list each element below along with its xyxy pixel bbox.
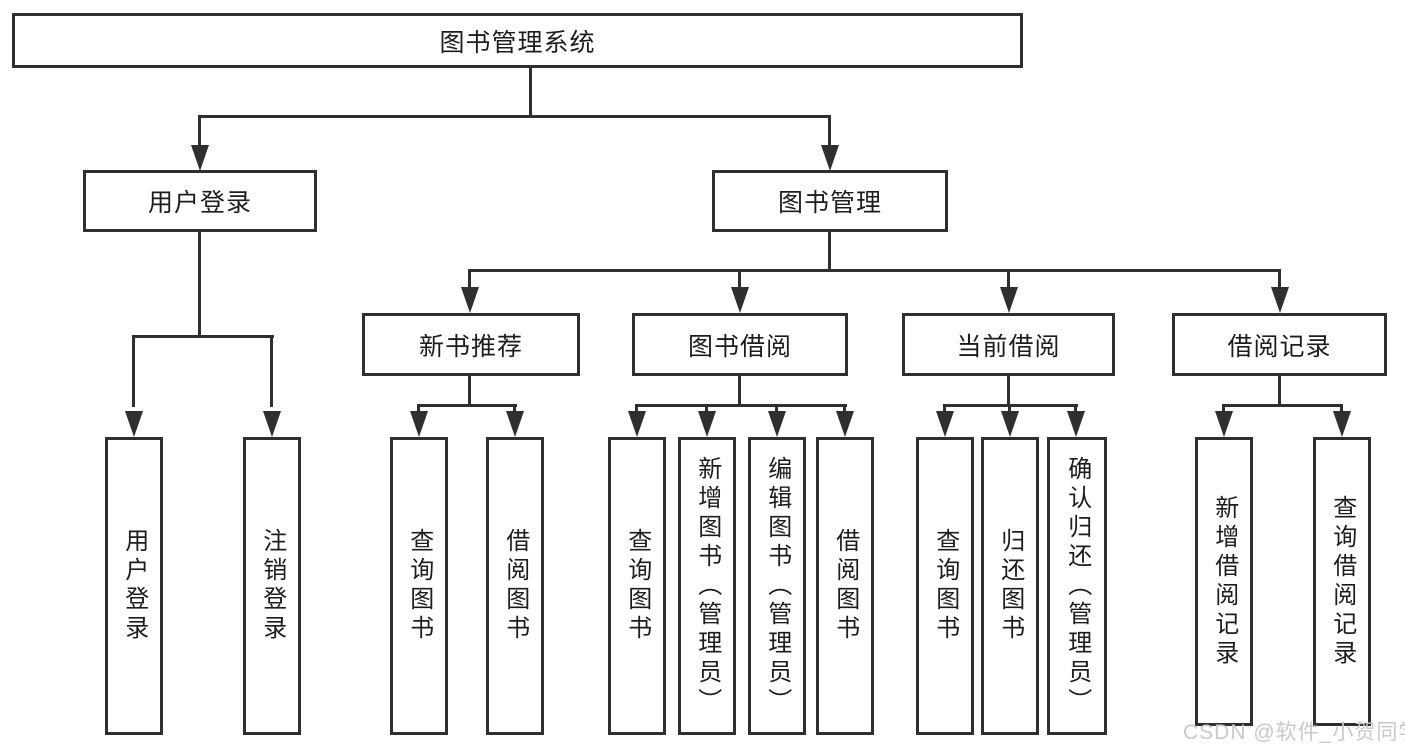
arrow-down-icon <box>1067 411 1085 437</box>
arrow-down-icon <box>936 411 954 437</box>
node-label: 查询图书 <box>931 528 959 644</box>
node-user-login: 用户登录 <box>83 170 317 232</box>
node-edit-books-admin: 编辑图书（管理员） <box>748 437 806 735</box>
node-borrowing-records: 借阅记录 <box>1172 313 1387 376</box>
node-label: 查询图书 <box>405 528 433 644</box>
node-confirm-return-admin: 确认归还（管理员） <box>1047 437 1107 735</box>
node-label: 编辑图书（管理员） <box>763 455 791 717</box>
arrow-down-icon <box>768 411 786 437</box>
node-add-borrow-record: 新增借阅记录 <box>1195 437 1253 726</box>
connector-vline <box>270 335 273 407</box>
node-label: 查询借阅记录 <box>1328 494 1356 669</box>
node-query-books-borrowing: 查询图书 <box>608 437 666 735</box>
node-logout-leaf: 注销登录 <box>243 437 301 735</box>
node-label: 借阅图书 <box>501 528 529 644</box>
arrow-down-icon <box>461 287 479 313</box>
connector-vline <box>1007 269 1010 291</box>
arrow-down-icon <box>506 411 524 437</box>
node-new-book-recommendation: 新书推荐 <box>362 313 580 376</box>
node-label: 注销登录 <box>258 528 286 644</box>
node-label: 确认归还（管理员） <box>1063 455 1091 717</box>
node-add-books-admin: 新增图书（管理员） <box>678 437 736 735</box>
connector-vline <box>132 335 135 407</box>
connector-hline <box>469 269 1281 272</box>
node-query-borrow-record: 查询借阅记录 <box>1313 437 1371 726</box>
node-label: 当前借阅 <box>956 332 1061 361</box>
connector-vline <box>468 269 471 291</box>
node-label: 新增借阅记录 <box>1210 494 1238 669</box>
node-borrow-books-recommendation: 借阅图书 <box>486 437 544 735</box>
connector-vline <box>738 374 741 407</box>
arrow-down-icon <box>263 411 281 437</box>
node-label: 图书管理系统 <box>439 28 596 57</box>
connector-hline <box>636 404 847 407</box>
connector-vline <box>738 269 741 291</box>
node-label: 新增图书（管理员） <box>693 455 721 717</box>
node-label: 查询图书 <box>623 528 651 644</box>
node-label: 图书管理 <box>777 189 882 217</box>
node-book-borrowing: 图书借阅 <box>632 313 848 376</box>
arrow-down-icon <box>1333 411 1351 437</box>
arrow-down-icon <box>410 411 428 437</box>
node-book-management: 图书管理 <box>712 170 948 232</box>
arrow-down-icon <box>698 411 716 437</box>
arrow-down-icon <box>1271 287 1289 313</box>
connector-hline <box>199 115 831 118</box>
connector-vline <box>1007 374 1010 407</box>
connector-hline <box>1223 404 1343 407</box>
node-return-books: 归还图书 <box>981 437 1039 735</box>
node-label: 借阅图书 <box>831 528 859 644</box>
arrow-down-icon <box>125 411 143 437</box>
node-user-login-leaf: 用户登录 <box>105 437 163 735</box>
connector-vline <box>468 374 471 407</box>
connector-vline <box>529 66 532 117</box>
arrow-down-icon <box>1215 411 1233 437</box>
connector-vline <box>198 115 201 149</box>
node-label: 借阅记录 <box>1227 332 1332 361</box>
node-label: 用户登录 <box>120 528 148 644</box>
node-query-books-recommendation: 查询图书 <box>390 437 448 735</box>
node-label: 用户登录 <box>147 189 252 217</box>
arrow-down-icon <box>191 145 209 171</box>
arrow-down-icon <box>1001 411 1019 437</box>
arrow-down-icon <box>731 287 749 313</box>
arrow-down-icon <box>821 145 839 171</box>
arrow-down-icon <box>836 411 854 437</box>
connector-vline <box>828 115 831 149</box>
node-borrow-books-borrowing: 借阅图书 <box>816 437 874 735</box>
node-label: 图书借阅 <box>687 332 792 361</box>
arrow-down-icon <box>628 411 646 437</box>
connector-hline <box>944 404 1078 407</box>
node-current-borrowing: 当前借阅 <box>902 313 1115 376</box>
connector-vline <box>1278 269 1281 291</box>
node-query-books-current: 查询图书 <box>916 437 974 735</box>
node-label: 新书推荐 <box>418 332 523 361</box>
connector-vline <box>1278 374 1281 407</box>
connector-vline <box>198 231 201 338</box>
watermark: CSDN @软件_小贺同学 <box>1183 721 1405 744</box>
node-root-library-system: 图书管理系统 <box>12 13 1023 68</box>
connector-hline <box>133 335 274 338</box>
connector-hline <box>418 404 517 407</box>
arrow-down-icon <box>1000 287 1018 313</box>
node-label: 归还图书 <box>996 528 1024 644</box>
connector-vline <box>828 231 831 272</box>
